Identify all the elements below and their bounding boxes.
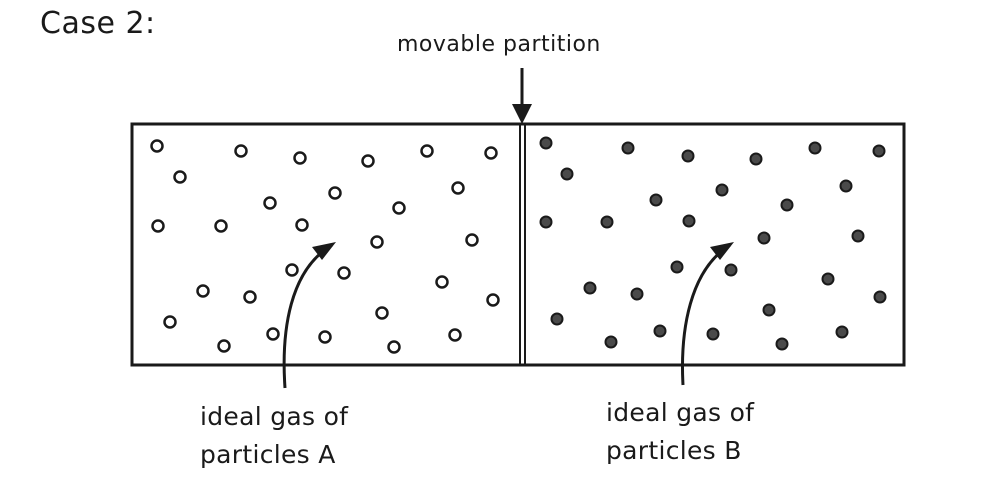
gas-a-particle bbox=[420, 144, 434, 158]
gas-b-label-line2: particles B bbox=[606, 436, 742, 465]
gas-a-particle bbox=[337, 266, 351, 280]
gas-b-particle bbox=[539, 215, 553, 229]
gas-b-particle bbox=[649, 193, 663, 207]
gas-a-particle bbox=[370, 235, 384, 249]
gas-a-arrowhead bbox=[312, 242, 336, 260]
movable-partition bbox=[519, 124, 526, 365]
gas-b-particle bbox=[715, 183, 729, 197]
gas-a-particle bbox=[234, 144, 248, 158]
gas-a-particle bbox=[448, 328, 462, 342]
gas-b-particle bbox=[550, 312, 564, 326]
gas-b-arrowhead bbox=[710, 242, 734, 260]
container-box bbox=[130, 122, 906, 367]
gas-a-particle bbox=[150, 139, 164, 153]
gas-b-particle bbox=[539, 136, 553, 150]
gas-a-particle bbox=[173, 170, 187, 184]
gas-b-particle bbox=[600, 215, 614, 229]
gas-a-particle bbox=[196, 284, 210, 298]
gas-b-particle bbox=[808, 141, 822, 155]
gas-b-particle bbox=[682, 214, 696, 228]
gas-a-particle bbox=[387, 340, 401, 354]
particles-a-group bbox=[150, 139, 500, 354]
gas-b-particle bbox=[839, 179, 853, 193]
gas-a-particle bbox=[435, 275, 449, 289]
gas-b-particle bbox=[630, 287, 644, 301]
gas-b-label: ideal gas of particles B bbox=[606, 394, 754, 470]
gas-b-particle bbox=[653, 324, 667, 338]
gas-b-particle bbox=[670, 260, 684, 274]
gas-a-particle bbox=[243, 290, 257, 304]
gas-b-particle bbox=[851, 229, 865, 243]
gas-a-particle bbox=[151, 219, 165, 233]
gas-b-particle bbox=[835, 325, 849, 339]
gas-b-particle bbox=[821, 272, 835, 286]
gas-a-particle bbox=[328, 186, 342, 200]
gas-a-particle bbox=[214, 219, 228, 233]
gas-a-particle bbox=[465, 233, 479, 247]
particles-b-group bbox=[539, 136, 887, 351]
gas-b-particle bbox=[621, 141, 635, 155]
gas-a-label: ideal gas of particles A bbox=[200, 398, 348, 474]
gas-a-particle bbox=[263, 196, 277, 210]
gas-a-particle bbox=[266, 327, 280, 341]
gas-b-particle bbox=[873, 290, 887, 304]
gas-b-particle bbox=[706, 327, 720, 341]
gas-b-particle bbox=[775, 337, 789, 351]
partition-label: movable partition bbox=[397, 32, 601, 57]
gas-a-label-line1: ideal gas of bbox=[200, 402, 349, 431]
gas-a-particle bbox=[451, 181, 465, 195]
gas-a-particle bbox=[361, 154, 375, 168]
gas-b-label-line1: ideal gas of bbox=[606, 398, 755, 427]
gas-a-particle bbox=[163, 315, 177, 329]
gas-b-particle bbox=[583, 281, 597, 295]
gas-b-particle bbox=[724, 263, 738, 277]
partition-arrow bbox=[512, 68, 532, 124]
gas-a-label-line2: particles A bbox=[200, 440, 336, 469]
gas-a-particle bbox=[295, 218, 309, 232]
gas-b-particle bbox=[560, 167, 574, 181]
gas-b-particle bbox=[604, 335, 618, 349]
gas-a-particle bbox=[392, 201, 406, 215]
gas-a-particle bbox=[318, 330, 332, 344]
gas-b-particle bbox=[780, 198, 794, 212]
gas-a-particle bbox=[293, 151, 307, 165]
gas-a-particle bbox=[486, 293, 500, 307]
gas-b-particle bbox=[749, 152, 763, 166]
gas-a-particle bbox=[285, 263, 299, 277]
case-title: Case 2: bbox=[40, 6, 156, 41]
gas-a-particle bbox=[217, 339, 231, 353]
gas-b-particle bbox=[681, 149, 695, 163]
gas-a-particle bbox=[484, 146, 498, 160]
gas-b-particle bbox=[872, 144, 886, 158]
gas-b-particle bbox=[762, 303, 776, 317]
gas-a-particle bbox=[375, 306, 389, 320]
gas-b-particle bbox=[757, 231, 771, 245]
